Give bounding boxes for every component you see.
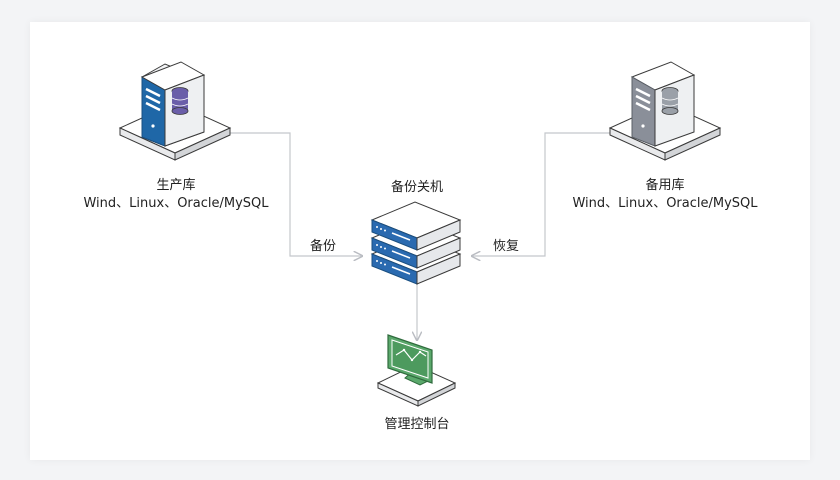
- console-title: 管理控制台: [384, 417, 450, 432]
- standby-db-title: 备用库: [645, 178, 685, 193]
- connector-standby-to-appliance: [472, 132, 610, 256]
- console-monitor-icon: [376, 334, 457, 407]
- production-db-title: 生产库: [156, 178, 196, 193]
- backup-edge-label: 备份: [309, 239, 337, 254]
- connector-production-to-appliance: [230, 132, 362, 256]
- production-db-subtitle: Wind、Linux、Oracle/MySQL: [83, 196, 269, 211]
- production-server-icon: [118, 61, 232, 161]
- appliance-title: 备份关机: [390, 180, 444, 195]
- backup-appliance-icon: [370, 201, 462, 285]
- standby-server-icon: [608, 61, 722, 161]
- restore-edge-label: 恢复: [492, 239, 520, 254]
- standby-db-subtitle: Wind、Linux、Oracle/MySQL: [572, 196, 758, 211]
